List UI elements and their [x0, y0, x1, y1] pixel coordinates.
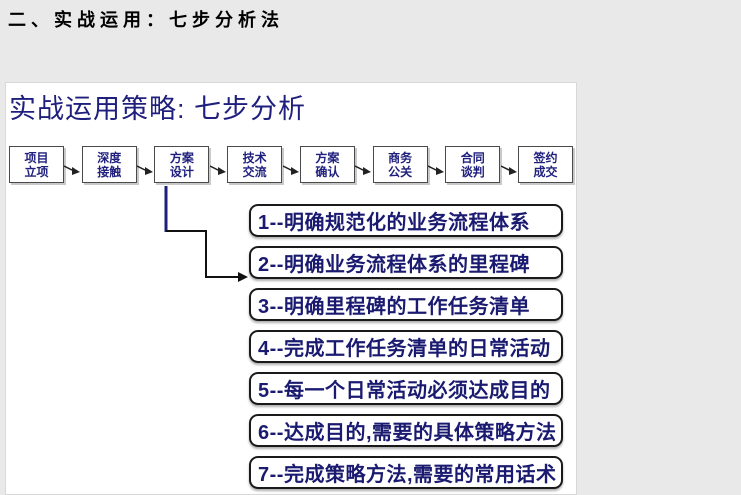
arrow-right-icon [427, 165, 444, 175]
flow-step-label-line2: 交流 [242, 164, 267, 179]
arrow-right-icon [137, 165, 154, 175]
analysis-item: 1--明确规范化的业务流程体系 [249, 204, 563, 237]
analysis-item-label: 5--每一个日常活动必须达成目的 [258, 380, 551, 402]
analysis-item-label: 3--明确里程碑的工作任务清单 [258, 296, 530, 318]
flow-step-label-line2: 谈判 [460, 164, 485, 179]
flow-arrow [355, 146, 373, 184]
section-heading: 二、实战运用：七步分析法 [8, 10, 284, 30]
flow-step: 商务 公关 [372, 146, 428, 183]
process-flow: 项目 立项 深度 接触 方案 设计 技术 交流 [9, 146, 574, 184]
flow-arrow [282, 146, 300, 184]
analysis-list: 1--明确规范化的业务流程体系 2--明确业务流程体系的里程碑 3--明确里程碑… [249, 204, 563, 495]
flow-step: 方案 确认 [299, 146, 355, 183]
analysis-item: 7--完成策略方法,需要的常用话术 [249, 456, 563, 489]
flow-step: 合同 谈判 [445, 146, 501, 183]
arrow-right-icon [64, 165, 81, 175]
analysis-item-label: 1--明确规范化的业务流程体系 [258, 212, 530, 234]
flow-step-label-line1: 商务 [388, 150, 413, 165]
flow-step-label-line2: 确认 [315, 164, 340, 179]
flow-step-label-line1: 方案 [169, 150, 194, 165]
flow-step-label-line1: 项目 [24, 150, 49, 165]
flow-step-label-line1: 签约 [533, 150, 558, 165]
analysis-item: 6--达成目的,需要的具体策略方法 [249, 414, 563, 447]
arrow-right-icon [500, 165, 517, 175]
flow-step-label-line1: 深度 [97, 150, 122, 165]
flow-arrow [500, 146, 518, 184]
analysis-item: 3--明确里程碑的工作任务清单 [249, 288, 563, 321]
arrow-right-icon [282, 165, 299, 175]
flow-step: 深度 接触 [81, 146, 137, 183]
analysis-item-label: 7--完成策略方法,需要的常用话术 [258, 464, 557, 486]
arrow-right-icon [209, 165, 226, 175]
flow-step-label-line1: 合同 [460, 150, 485, 165]
analysis-item: 5--每一个日常活动必须达成目的 [249, 372, 563, 405]
slide-title: 实战运用策略: 七步分析 [9, 94, 307, 124]
arrow-right-icon [355, 165, 372, 175]
slide: 实战运用策略: 七步分析 项目 立项 深度 接触 方案 设计 技术 交流 [5, 82, 577, 495]
flow-step-label-line2: 接触 [97, 164, 122, 179]
analysis-item-label: 4--完成工作任务清单的日常活动 [258, 338, 551, 360]
flow-step: 技术 交流 [227, 146, 283, 183]
flow-step-label-line1: 技术 [242, 150, 267, 165]
analysis-item: 2--明确业务流程体系的里程碑 [249, 246, 563, 279]
flow-step-label-line2: 立项 [24, 164, 49, 179]
flow-step-label-line1: 方案 [315, 150, 340, 165]
analysis-item-label: 6--达成目的,需要的具体策略方法 [258, 422, 557, 444]
flow-step: 方案 设计 [154, 146, 210, 183]
flow-step-label-line2: 成交 [533, 164, 558, 179]
flow-step: 签约 成交 [518, 146, 574, 183]
flow-step: 项目 立项 [9, 146, 64, 183]
analysis-item-label: 2--明确业务流程体系的里程碑 [258, 254, 530, 276]
flow-arrow [427, 146, 446, 184]
analysis-item: 4--完成工作任务清单的日常活动 [249, 330, 563, 363]
flow-step-label-line2: 设计 [169, 164, 194, 179]
flow-step-label-line2: 公关 [388, 164, 413, 179]
flow-arrow [64, 146, 82, 184]
flow-arrow [209, 146, 227, 184]
flow-arrow [137, 146, 155, 184]
